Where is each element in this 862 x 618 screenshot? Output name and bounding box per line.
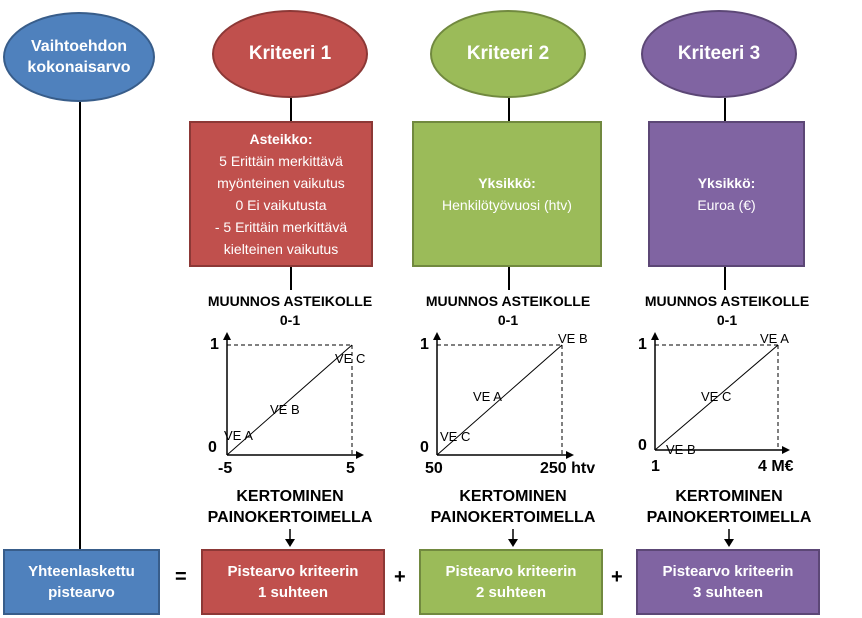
criterion-1-scale-line-5: kielteinen vaikutus: [223, 241, 339, 257]
criterion-3-conversion-line1: MUUNNOS ASTEIKOLLE: [644, 293, 810, 309]
equals-sign: =: [175, 566, 187, 588]
graph-ve-label-2: VE C: [701, 389, 731, 404]
graph-xmin-label: 1: [651, 458, 660, 475]
criterion-2-result-box: Pistearvo kriteerin 2 suhteen: [419, 549, 603, 615]
graph-y0-label: 0: [208, 439, 217, 456]
summed-score-box: Yhteenlaskettu pistearvo: [3, 549, 160, 615]
graph-xmax-label: 4 M€: [758, 458, 794, 475]
criterion-3-multiplication-line2: PAINOKERTOIMELLA: [646, 509, 812, 526]
criterion-1-multiplication-line2: PAINOKERTOIMELLA: [207, 509, 373, 526]
graph-y0-label: 0: [638, 437, 647, 454]
criterion-2-unit-line-1: Henkilötyövuosi (htv): [442, 197, 572, 213]
criterion-3-conversion-graph: 1 0 1 4 M€ VE B VE C VE A: [638, 331, 794, 475]
criterion-2-connector-mid: [508, 267, 510, 290]
criterion-3-unit-line-1: Euroa (€): [697, 197, 756, 213]
criterion-3-unit-heading: Yksikkö:: [697, 175, 756, 191]
criterion-1-connector-top: [290, 98, 292, 121]
criterion-2-result-line1: Pistearvo kriteerin: [445, 563, 577, 580]
criterion-2-connector-top: [508, 98, 510, 121]
graph-diagonal: [226, 344, 353, 456]
graph-diagonal: [436, 344, 563, 456]
total-connector-line: [79, 102, 81, 549]
criterion-3-title: Kriteeri 3: [677, 43, 761, 64]
plus-sign-1: +: [394, 566, 406, 588]
criterion-3-connector-mid: [724, 267, 726, 290]
total-value-oval: Vaihtoehdon kokonaisarvo: [3, 12, 155, 102]
criterion-1-scale-line-4: - 5 Erittäin merkittävä: [214, 219, 348, 235]
criterion-1-scale-box: Asteikko: 5 Erittäin merkittävä myöntein…: [189, 121, 373, 267]
criterion-2-unit-box: Yksikkö: Henkilötyövuosi (htv): [412, 121, 602, 267]
criterion-3-conversion-heading: MUUNNOS ASTEIKOLLE 0-1: [627, 292, 827, 330]
criterion-1-title: Kriteeri 1: [248, 43, 332, 64]
graph-ve-label-1: VE C: [440, 429, 470, 444]
criterion-1-scale-line-1: 5 Erittäin merkittävä: [219, 153, 343, 169]
criterion-1-scale-heading: Asteikko:: [249, 131, 313, 147]
criterion-1-scale-line-3: 0 Ei vaikutusta: [235, 197, 327, 213]
total-value-line1: Vaihtoehdon: [31, 38, 127, 55]
graph-arrow-y: [223, 332, 231, 340]
criterion-1-conversion-heading: MUUNNOS ASTEIKOLLE 0-1: [190, 292, 390, 330]
criterion-1-multiplication-line1: KERTOMINEN: [236, 488, 344, 505]
criterion-2-multiplication-line2: PAINOKERTOIMELLA: [430, 509, 596, 526]
criterion-2-conversion-line1: MUUNNOS ASTEIKOLLE: [425, 293, 591, 309]
graph-arrow-x: [566, 451, 574, 459]
graph-y1-label: 1: [420, 336, 429, 353]
graph-arrow-x: [356, 451, 364, 459]
criterion-2-conversion-line2: 0-1: [497, 312, 519, 328]
criterion-3-oval: Kriteeri 3: [641, 10, 797, 98]
graph-xmin-label: -5: [218, 460, 232, 477]
summed-score-line2: pistearvo: [48, 584, 115, 601]
criterion-2-unit-heading: Yksikkö:: [478, 175, 536, 191]
criterion-1-down-arrow-icon: [285, 529, 295, 547]
graph-y0-label: 0: [420, 439, 429, 456]
graph-diagonal: [654, 344, 779, 451]
graph-arrow-y: [651, 332, 659, 340]
graph-ve-label-3: VE A: [760, 331, 789, 346]
graph-arrow-y: [433, 332, 441, 340]
criterion-1-oval: Kriteeri 1: [212, 10, 368, 98]
criterion-2-multiplication-heading: KERTOMINEN PAINOKERTOIMELLA: [403, 486, 623, 528]
criterion-2-down-arrow-icon: [508, 529, 518, 547]
graph-ve-label-1: VE B: [666, 442, 696, 457]
graph-xmax-label: 250 htv: [540, 460, 595, 477]
total-value-line2: kokonaisarvo: [27, 59, 131, 76]
criterion-1-scale-line-2: myönteinen vaikutus: [217, 175, 345, 191]
criterion-1-multiplication-heading: KERTOMINEN PAINOKERTOIMELLA: [180, 486, 400, 528]
graph-y1-label: 1: [638, 336, 647, 353]
graph-ve-label-2: VE A: [473, 389, 502, 404]
criterion-2-conversion-heading: MUUNNOS ASTEIKOLLE 0-1: [408, 292, 608, 330]
criterion-3-result-line2: 3 suhteen: [692, 584, 764, 601]
plus-sign-2: +: [611, 566, 623, 588]
criterion-3-multiplication-line1: KERTOMINEN: [675, 488, 783, 505]
criterion-1-connector-mid: [290, 267, 292, 290]
criterion-3-unit-box: Yksikkö: Euroa (€): [648, 121, 805, 267]
criterion-2-conversion-graph: 1 0 50 250 htv VE C VE A VE B: [420, 331, 595, 477]
criterion-2-result-line2: 2 suhteen: [475, 584, 547, 601]
criterion-2-title: Kriteeri 2: [466, 43, 550, 64]
criterion-2-oval: Kriteeri 2: [430, 10, 586, 98]
graph-y1-label: 1: [210, 336, 219, 353]
graph-arrow-x: [782, 446, 790, 454]
summed-score-line1: Yhteenlaskettu: [28, 563, 135, 580]
criterion-1-result-line1: Pistearvo kriteerin: [227, 563, 359, 580]
criterion-3-result-box: Pistearvo kriteerin 3 suhteen: [636, 549, 820, 615]
criterion-1-conversion-line1: MUUNNOS ASTEIKOLLE: [207, 293, 373, 309]
criterion-3-multiplication-heading: KERTOMINEN PAINOKERTOIMELLA: [619, 486, 839, 528]
criterion-3-result-line1: Pistearvo kriteerin: [662, 563, 794, 580]
graph-ve-label-3: VE B: [558, 331, 588, 346]
graph-ve-label-3: VE C: [335, 351, 365, 366]
graph-xmax-label: 5: [346, 460, 355, 477]
criterion-1-conversion-graph: 1 0 -5 5 VE A VE B VE C: [208, 332, 365, 477]
criterion-2-multiplication-line1: KERTOMINEN: [459, 488, 567, 505]
criterion-3-connector-top: [724, 98, 726, 121]
criterion-1-result-box: Pistearvo kriteerin 1 suhteen: [201, 549, 385, 615]
graph-xmin-label: 50: [425, 460, 443, 477]
graph-ve-label-1: VE A: [224, 428, 253, 443]
criterion-1-result-line2: 1 suhteen: [257, 584, 329, 601]
criterion-3-down-arrow-icon: [724, 529, 734, 547]
graph-ve-label-2: VE B: [270, 402, 300, 417]
criterion-1-conversion-line2: 0-1: [279, 312, 301, 328]
criterion-3-conversion-line2: 0-1: [716, 312, 738, 328]
